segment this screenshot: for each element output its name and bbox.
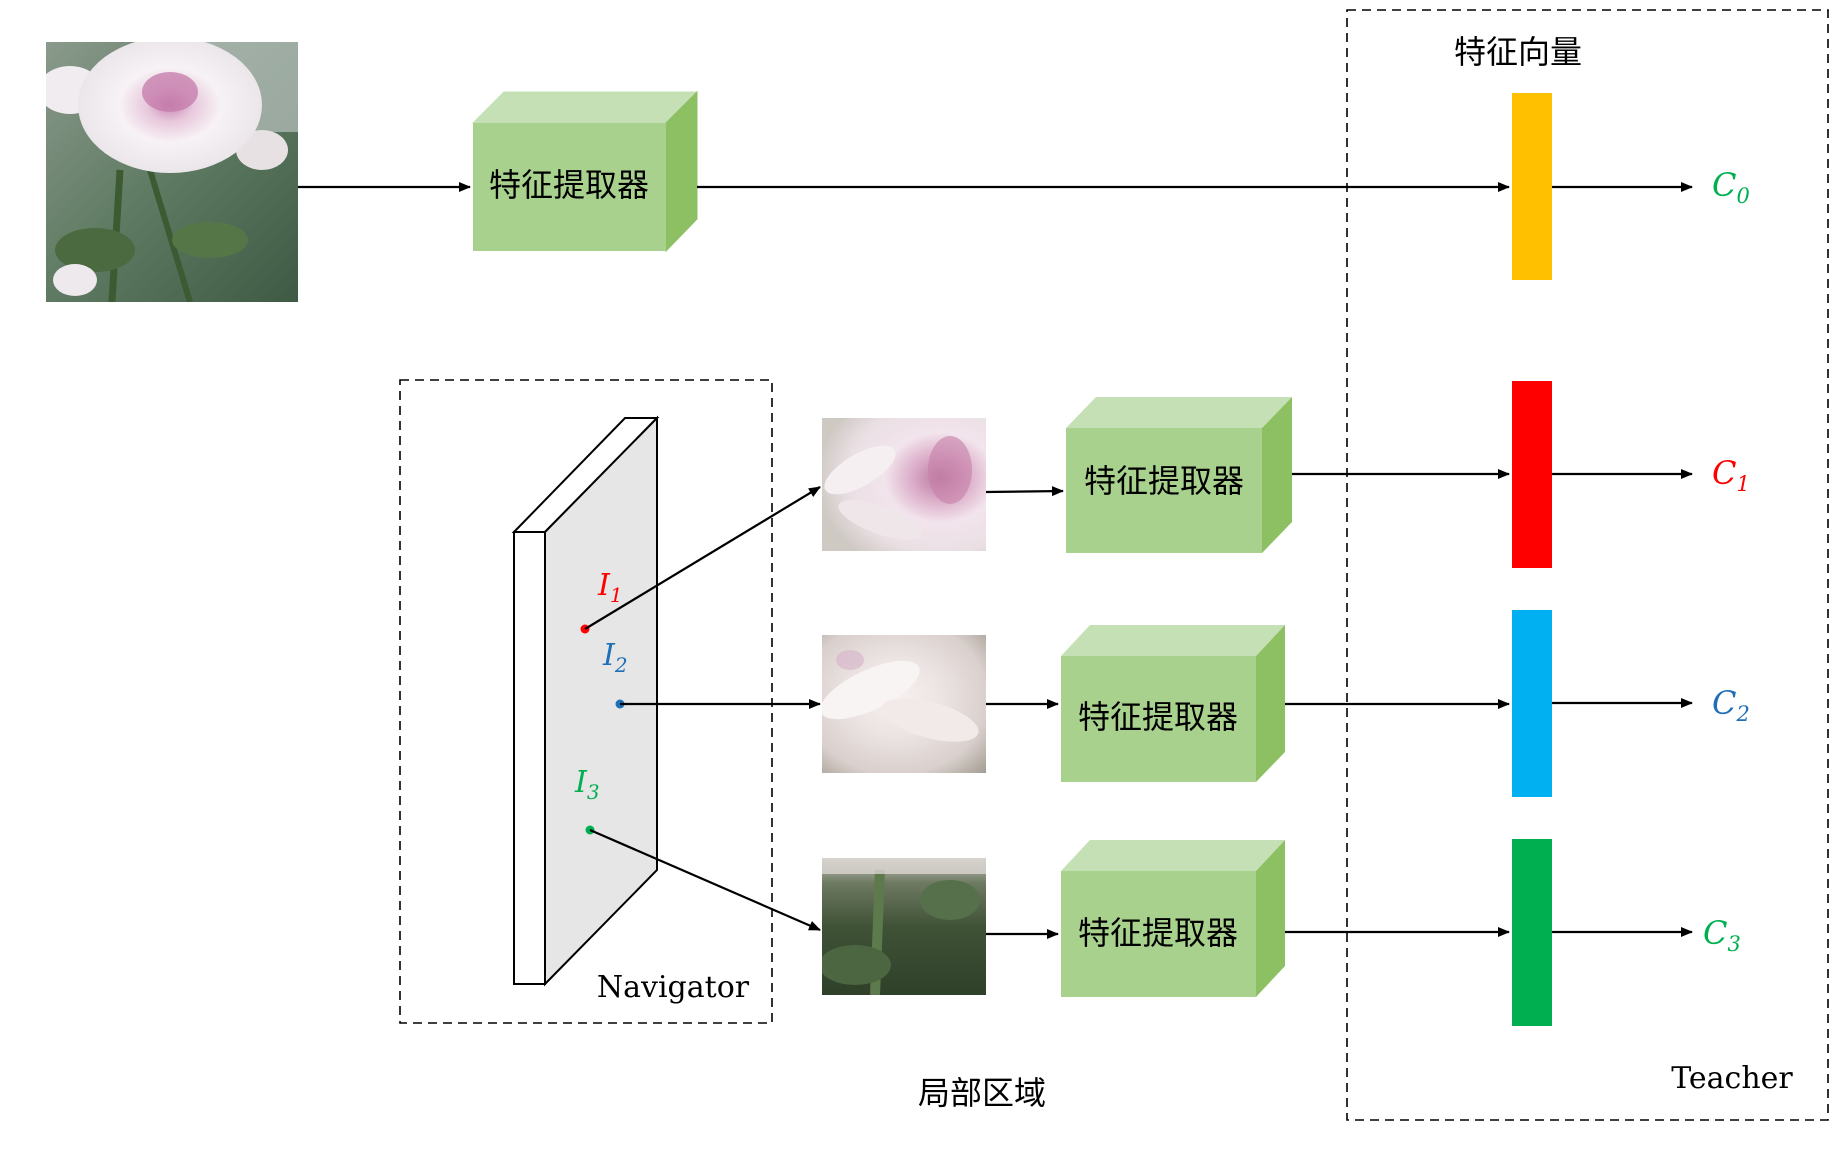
arrow-i3-to-crop3 [589, 828, 821, 932]
navigator-box [399, 379, 773, 1024]
output-label-c0: C0 [1712, 166, 1750, 208]
teacher-label: Teacher [1671, 1061, 1793, 1096]
extractor-label-0: 特征提取器 [489, 166, 649, 204]
feature-vector-bar-0 [1512, 93, 1552, 280]
extractor-label-3: 特征提取器 [1078, 914, 1238, 952]
point-label-i3: I3 [574, 765, 600, 804]
output-label-c2: C2 [1712, 684, 1750, 726]
input-flower-image [46, 42, 298, 302]
feature-extractor-box-0: 特征提取器 [471, 90, 699, 253]
feature-extractor-box-2: 特征提取器 [1061, 625, 1285, 782]
feature-extractor-box-1: 特征提取器 [1066, 397, 1292, 553]
point-label-i2: I2 [602, 638, 628, 677]
teacher-box [1346, 9, 1829, 1121]
arrow-crop1-to-extractor1 [985, 486, 1064, 497]
point-label-i1: I1 [597, 568, 623, 607]
local-region-crop-1 [822, 418, 986, 551]
local-region-crop-3 [822, 858, 986, 995]
navigator-label: Navigator [597, 970, 750, 1005]
navigator-slab [511, 415, 660, 987]
extractor-label-2: 特征提取器 [1078, 698, 1238, 736]
feature-extractor-box-3: 特征提取器 [1061, 840, 1285, 997]
feature-vector-bar-1 [1512, 381, 1552, 568]
arrow-i1-to-crop1 [584, 486, 821, 630]
local-regions-label: 局部区域 [918, 1074, 1046, 1112]
output-label-c3: C3 [1703, 914, 1741, 956]
feature-vector-label: 特征向量 [1454, 33, 1582, 71]
output-label-c1: C1 [1712, 454, 1750, 496]
local-region-crop-2 [822, 635, 986, 773]
feature-vector-bar-3 [1512, 839, 1552, 1026]
extractor-label-1: 特征提取器 [1084, 462, 1244, 500]
feature-vector-bar-2 [1512, 610, 1552, 797]
arrows [298, 182, 1693, 939]
